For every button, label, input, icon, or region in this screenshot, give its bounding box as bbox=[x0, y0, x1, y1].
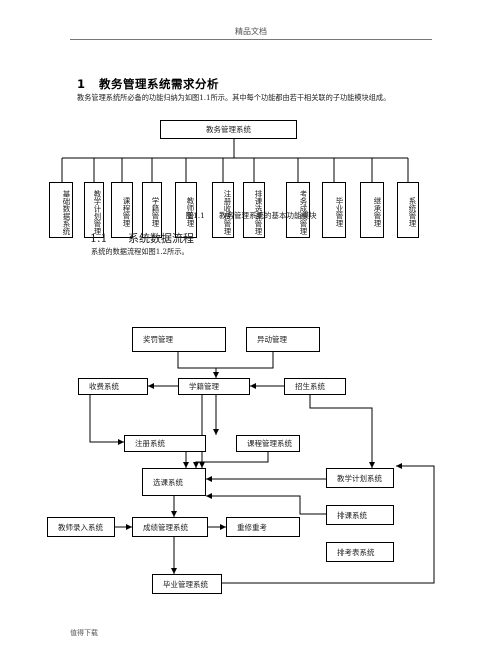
flow-graduation-system: 毕业管理系统 bbox=[152, 574, 222, 594]
module-course: 课程管理 bbox=[111, 182, 133, 238]
tree-root-node: 教务管理系统 bbox=[160, 120, 297, 139]
flow-enrollment-system: 招生系统 bbox=[284, 378, 346, 395]
flow-exam-schedule-system: 排考表系统 bbox=[326, 542, 394, 562]
header-divider bbox=[70, 39, 432, 40]
section-heading-1: 1 教务管理系统需求分析 bbox=[77, 76, 219, 92]
caption-text: 教务管理系统的基本功能模块 bbox=[218, 211, 317, 220]
subsection-title: 系统数据流程 bbox=[128, 232, 194, 245]
module-student-status: 学籍管理 bbox=[142, 182, 162, 238]
section-heading-2: 1.1 系统数据流程 bbox=[90, 230, 194, 246]
flow-course-selection-system: 选课系统 bbox=[142, 468, 206, 496]
figure-caption-1: 图1.1 教务管理系统的基本功能模块 bbox=[0, 210, 502, 221]
caption-number: 图1.1 bbox=[185, 211, 205, 220]
page-header: 精品文档 bbox=[235, 27, 267, 36]
flow-registration-system: 注册系统 bbox=[124, 435, 206, 452]
flow-fee-system: 收费系统 bbox=[78, 378, 148, 395]
section-number: 1 bbox=[77, 77, 86, 91]
module-teaching-plan: 教学计划管理 bbox=[84, 182, 104, 238]
module-system: 系统管理 bbox=[397, 182, 419, 238]
section-title: 教务管理系统需求分析 bbox=[99, 77, 219, 91]
section-paragraph-2: 系统的数据流程如图1.2所示。 bbox=[91, 247, 189, 256]
module-teacher: 教师管理 bbox=[175, 182, 197, 238]
flow-teaching-plan-system: 教学计划系统 bbox=[326, 468, 394, 488]
module-scheduling-selection: 排课选课管理 bbox=[243, 182, 265, 238]
flow-teacher-input-system: 教师录入系统 bbox=[47, 517, 115, 537]
flow-student-status: 学籍管理 bbox=[178, 378, 250, 395]
flow-course-system: 课程管理系统 bbox=[236, 435, 300, 452]
flow-transfer-management: 异动管理 bbox=[246, 327, 320, 352]
module-exam-grade: 考务成绩管理 bbox=[286, 182, 310, 238]
flow-retake-exam: 重修重考 bbox=[226, 517, 300, 537]
module-inheritance: 继承管理 bbox=[360, 182, 384, 238]
flow-grade-management-system: 成绩管理系统 bbox=[132, 517, 208, 537]
module-basic-data: 基础数据系统 bbox=[49, 182, 73, 238]
flow-reward-management: 奖罚管理 bbox=[132, 327, 226, 352]
section-paragraph-1: 教务管理系统所必备的功能归纳为如图1.1所示。其中每个功能都由若干相关联的子功能… bbox=[77, 93, 391, 102]
page-footer: 值得下载 bbox=[70, 629, 98, 637]
subsection-number: 1.1 bbox=[90, 232, 108, 245]
flow-scheduling-system: 排课系统 bbox=[326, 505, 394, 525]
module-graduation: 毕业管理 bbox=[322, 182, 346, 238]
module-registration-fee: 注册收费管理 bbox=[212, 182, 234, 238]
